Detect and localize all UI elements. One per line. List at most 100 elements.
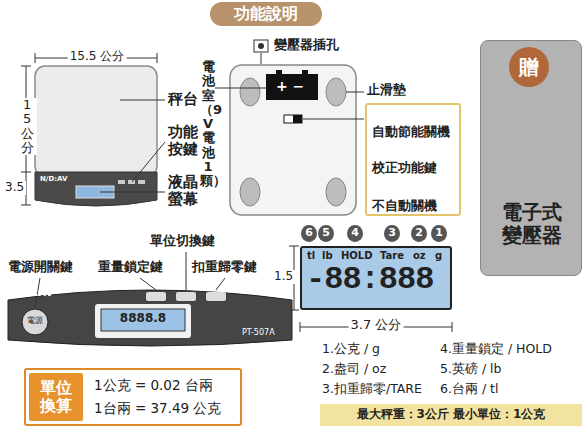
dimension-tick (35, 53, 36, 63)
scale-button (118, 180, 125, 184)
jack-icon (254, 40, 268, 52)
display-lcd (101, 309, 185, 331)
gift-badge: 贈 (509, 47, 549, 87)
callout-number: 3 (384, 225, 400, 242)
dimension-label: 3.7 公分 (349, 318, 404, 333)
callout-label: 3 (388, 227, 396, 240)
legend-item: 3.扣重歸零/TARE (322, 382, 422, 396)
leader-line (186, 252, 187, 290)
leader-line (132, 142, 165, 182)
key-label: 重量鎖定鍵 (98, 260, 163, 275)
node-text: g (435, 250, 442, 262)
node-text: oz (413, 250, 426, 262)
power-button (22, 309, 48, 335)
node-text: lb (322, 250, 333, 262)
part-label: 秤台 (168, 91, 198, 108)
node-text: tl (307, 250, 315, 262)
node-text: 電子式變壓器 (500, 201, 564, 247)
battery-terminal (276, 70, 282, 74)
node-text: 校正功能鍵 (372, 161, 437, 175)
scale-button (138, 180, 145, 184)
callout-label: 5 (322, 227, 330, 240)
switch-legend-box: 自動節能關機校正功能鍵不自動關機 (365, 103, 461, 216)
callout-label: 4 (351, 227, 359, 240)
key-label: 單位切換鍵 (150, 234, 215, 249)
key-button (146, 292, 166, 301)
leader-line (303, 119, 364, 120)
callout-number: 4 (347, 225, 363, 242)
part-label: 電池室（9V電池1顆） (200, 60, 216, 189)
leader-line (346, 92, 364, 93)
scale-platform (35, 66, 157, 176)
battery-compartment (266, 74, 318, 100)
callout-number: 5 (318, 225, 334, 242)
gift-panel: 電子式變壓器贈 (480, 40, 582, 276)
scale-button (128, 180, 135, 184)
dimension-label: 3.5 (3, 181, 26, 195)
lcd-display: tllbHOLDTareozg-88:888 (300, 246, 452, 310)
battery-terminal (302, 70, 308, 74)
leader-line (120, 100, 165, 101)
leader-line (216, 278, 225, 290)
dimension-tick (289, 246, 299, 247)
brand-logo: N/D:AV (40, 175, 67, 183)
callout-number: 6 (301, 225, 317, 242)
key-button (206, 292, 226, 301)
switch (284, 115, 302, 123)
dimension-tick (21, 66, 31, 67)
title-banner: 功能說明 (210, 2, 322, 26)
node-text: 單位換算 (39, 379, 73, 416)
dimension-tick (289, 310, 299, 311)
leader-line (261, 53, 262, 64)
node-text: 自動節能關機 (372, 125, 450, 139)
leader-line (140, 278, 156, 290)
scale-front-panel (35, 172, 157, 206)
legend-item: 5.英磅 / lb (440, 362, 502, 376)
foot-pad (326, 178, 346, 206)
key-label: 扣重歸零鍵 (192, 260, 257, 275)
switch-knob (293, 115, 302, 123)
leader-line (100, 192, 165, 193)
foot-pad (326, 78, 346, 106)
front-panel (8, 290, 292, 346)
legend-item: 1.公克 / g (322, 342, 380, 356)
node-text: 1台兩 = 37.49 公克 (94, 401, 221, 417)
lcd-digits: 8888.8 (120, 312, 166, 326)
conversion-heading: 單位換算 (29, 373, 83, 421)
dimension-label: 15 公分 (17, 98, 37, 155)
node-text: 最大秤重：3公斤 最小單位：1公克 (357, 408, 546, 422)
leader-line (215, 88, 266, 89)
dimension-tick (21, 205, 31, 206)
spec-band: 最大秤重：3公斤 最小單位：1公克 (320, 404, 582, 426)
node-text: 1公克 = 0.02 台兩 (94, 378, 213, 394)
node-text: HOLD (341, 250, 373, 262)
foot-pad (240, 78, 260, 106)
callout-number: 1 (431, 225, 447, 242)
part-label: 止滑墊 (367, 83, 406, 98)
dimension-tick (300, 322, 301, 332)
key-label: 電源開關鍵 (8, 260, 73, 275)
dimension-tick (452, 322, 453, 332)
part-label: 液晶螢幕 (168, 174, 200, 209)
callout-label: 2 (415, 227, 423, 240)
dimension-label: 15.5 公分 (68, 50, 127, 64)
foot-pad (240, 178, 260, 206)
callout-label: 1 (435, 227, 443, 240)
part-label: 變壓器插孔 (274, 38, 339, 53)
legend-item: 2.盎司 / oz (322, 362, 386, 376)
conversion-box: 1公克 = 0.02 台兩 1台兩 = 37.49 公克 單位換算 (24, 368, 242, 426)
callout-number: 2 (411, 225, 427, 242)
node-text: 贈 (519, 56, 539, 79)
jack-hole (258, 43, 264, 49)
legend-item: 4.重量鎖定 / HOLD (440, 342, 552, 356)
model-number: PT-507A (242, 328, 275, 337)
part-label: 功能按鍵 (168, 124, 200, 159)
brand-logo: N/D:AV (14, 287, 53, 299)
key-button (176, 292, 196, 301)
dimension-tick (157, 53, 158, 63)
node-text: 不自動關機 (372, 199, 437, 213)
display-frame (95, 304, 191, 338)
battery-polarity: + − (276, 78, 304, 94)
legend-item: 6.台兩 / tl (440, 382, 498, 396)
